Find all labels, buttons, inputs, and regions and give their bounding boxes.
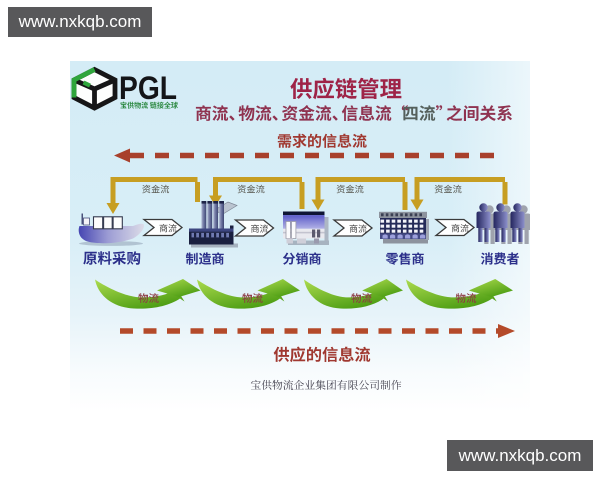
svg-text:PGL: PGL xyxy=(119,70,177,106)
